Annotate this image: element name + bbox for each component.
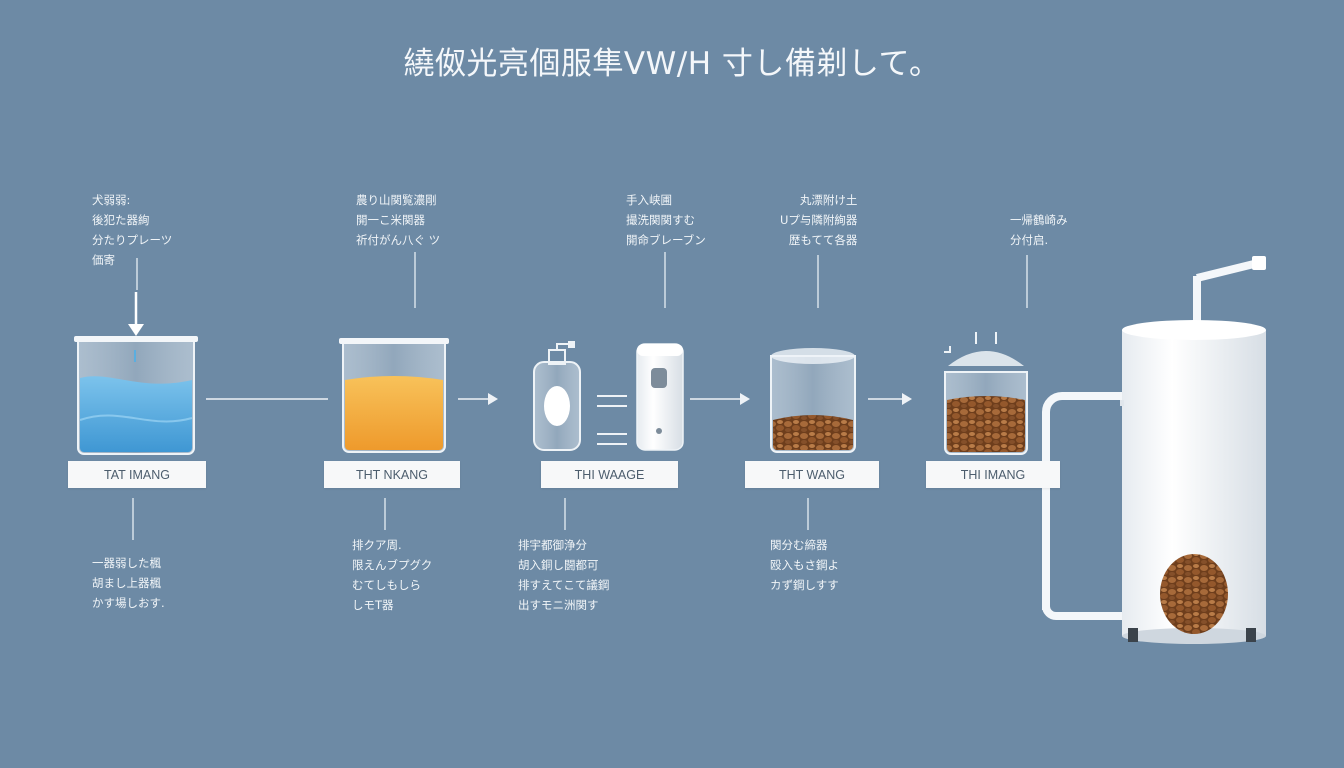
step-5-top-note: 一帰鶴崎み 分付启. bbox=[1010, 213, 1068, 247]
step-4-top-note: 丸漂附け土 Uプ与隣附絢器 歴もてて各器 bbox=[780, 193, 858, 247]
grain-jar-icon bbox=[770, 348, 856, 453]
water-beaker-icon bbox=[74, 336, 198, 455]
step-3-top-note: 手入峡圃 撮洗関関すむ 開命ブレーブン bbox=[626, 193, 706, 247]
step-1-label: TAT IMANG bbox=[68, 461, 206, 488]
step-3-label: THI WAAGE bbox=[541, 461, 678, 488]
step-2-bottom-note: 排クア周. 限えんブプグク むてしもしら しモT器 bbox=[352, 538, 433, 612]
liquid-beaker-icon bbox=[339, 338, 449, 453]
input-arrow-icon bbox=[128, 292, 144, 336]
storage-silo-icon bbox=[1042, 256, 1266, 644]
flow-arrowheads bbox=[488, 393, 912, 405]
step-3-bottom-note: 排宇都御浄分 胡入銅し闘都可 排すえてこて議鋼 出すモニ洲関す bbox=[518, 538, 610, 612]
step-2-top-note: 農り山関覧濃剛 開一こ米関器 祈付がん八ぐ ツ bbox=[356, 193, 441, 247]
step-5-label: THI IMANG bbox=[926, 461, 1060, 488]
step-4-label: THT WANG bbox=[745, 461, 879, 488]
filter-device-icon bbox=[636, 343, 684, 451]
equals-sign-icon-2 bbox=[597, 433, 627, 445]
step-1-top-note: 犬弱弱: 後犯た器絢 分たりプレーツ 価寄 bbox=[92, 193, 173, 267]
diagram-title: 繞伮光亮個服隼VW/H 寸し備剃して。 bbox=[403, 46, 941, 82]
note-connectors bbox=[132, 252, 1028, 540]
equals-sign-icon bbox=[597, 395, 627, 407]
step-2-label: THT NKANG bbox=[324, 461, 460, 488]
sealed-jar-icon bbox=[944, 332, 1028, 455]
step-1-bottom-note: 一器弱した楓 胡まし上器楓 かす場しおす. bbox=[92, 556, 165, 610]
step-4-bottom-note: 関分む締器 殴入もさ鋼よ カず鋼しすす bbox=[770, 538, 839, 592]
spray-bottle-icon bbox=[533, 341, 581, 451]
